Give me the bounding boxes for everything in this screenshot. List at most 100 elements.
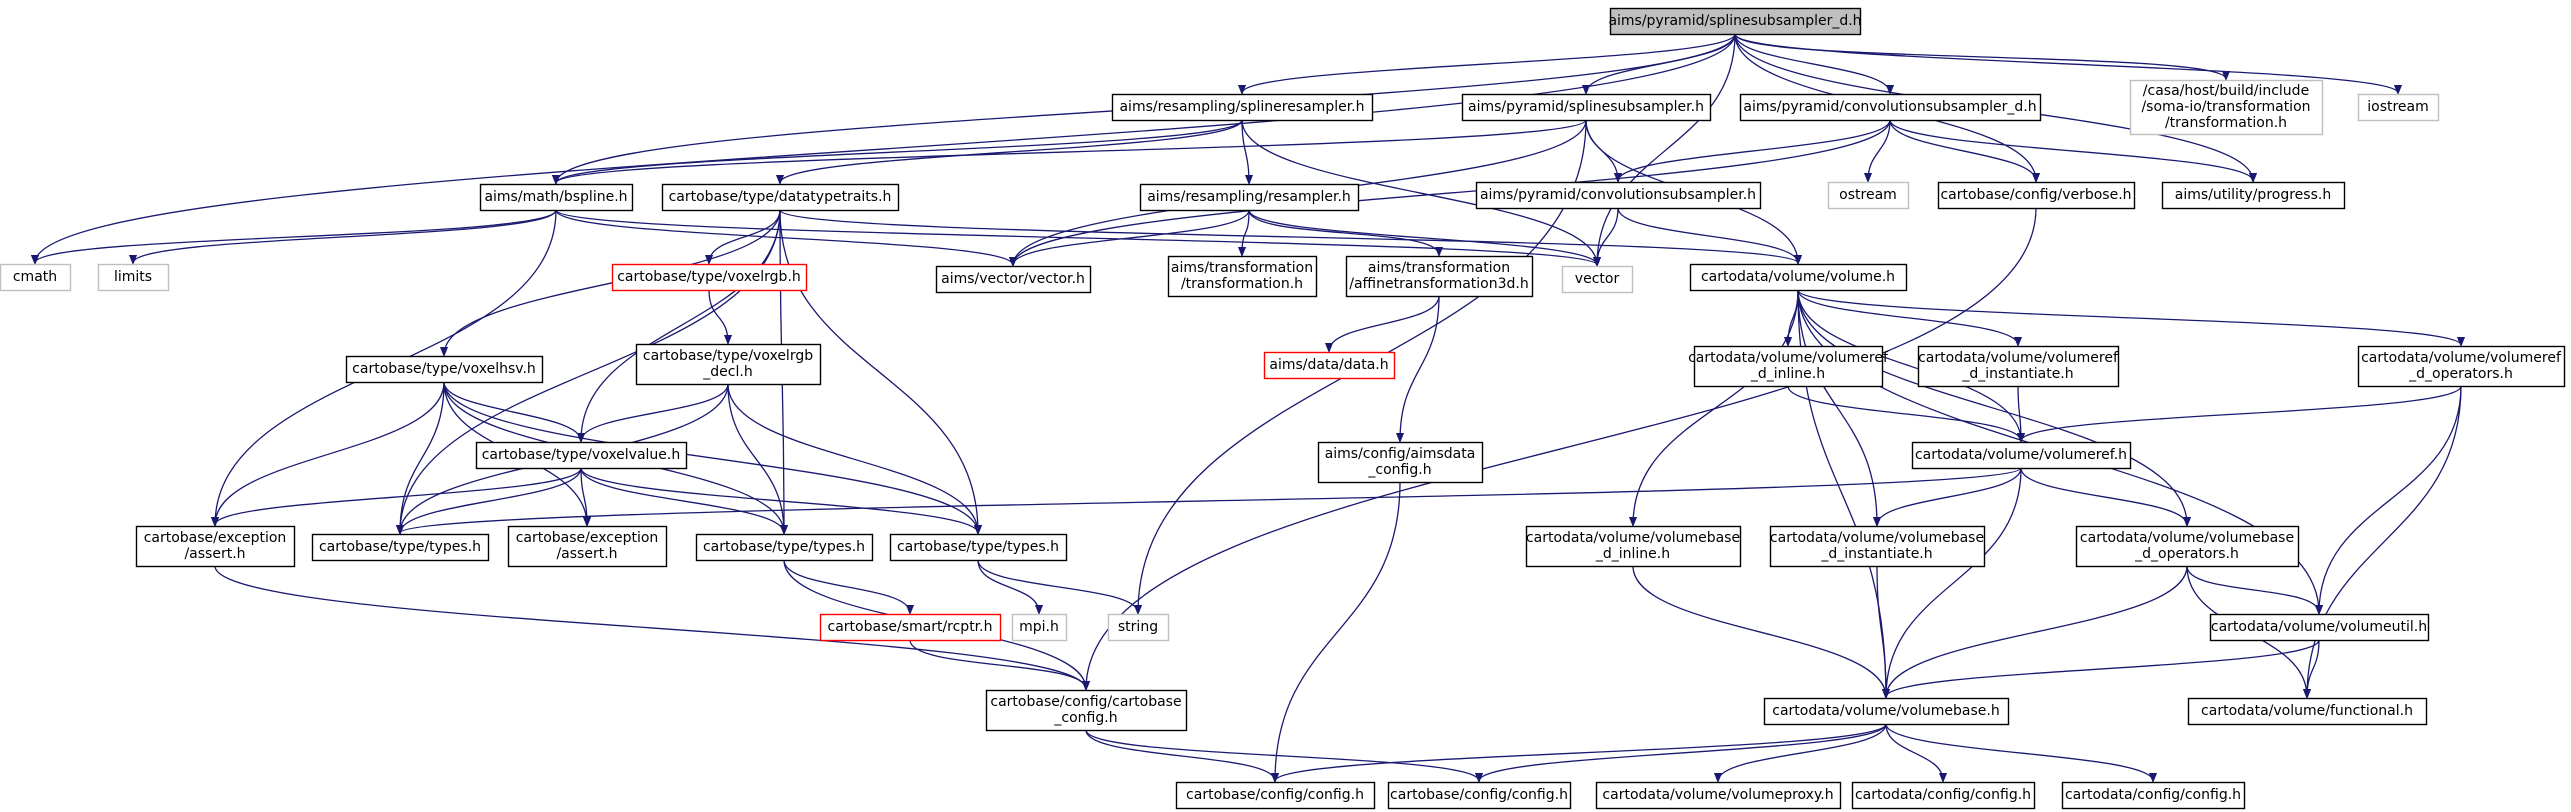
edge-volumeref_ops-to-functional: [2307, 385, 2462, 697]
node-label: cartobase/config/config.h: [1390, 787, 1568, 803]
node-types1[interactable]: cartobase/type/types.h: [311, 533, 490, 562]
node-label: cartodata/volume/volumeref: [1688, 350, 1889, 366]
node-assert2[interactable]: cartobase/exception/assert.h: [507, 525, 668, 568]
node-convsub[interactable]: aims/pyramid/convolutionsubsampler.h: [1475, 181, 1762, 210]
node-box: [1595, 781, 1842, 810]
node-label: cartobase/type/voxelrgb: [643, 348, 813, 364]
node-label: _d_inline.h: [1595, 546, 1670, 562]
node-box: [2357, 345, 2566, 388]
edge-resampler-to-affine3d: [1248, 209, 1439, 255]
edge-volume-to-volumeref_inline: [1788, 289, 1799, 345]
node-label: _config.h: [1053, 710, 1117, 726]
node-label: aims/utility/progress.h: [2175, 187, 2331, 203]
node-label: _d_instantiate.h: [1820, 546, 1932, 562]
edge-volume-to-volumeref_inst: [1797, 289, 2018, 345]
node-config3[interactable]: cartodata/config/config.h: [1851, 781, 2036, 810]
node-box: [479, 183, 634, 212]
node-volumeproxy[interactable]: cartodata/volume/volumeproxy.h: [1595, 781, 1842, 810]
node-splineresampler[interactable]: aims/resampling/splineresampler.h: [1111, 93, 1374, 122]
node-volumeref_inst[interactable]: cartodata/volume/volumeref_d_instantiate…: [1917, 345, 2120, 388]
node-aimsdata_config[interactable]: aims/config/aimsdata_config.h: [1317, 441, 1484, 484]
node-verbose[interactable]: cartobase/config/verbose.h: [1937, 181, 2136, 210]
node-label: _config.h: [1367, 462, 1431, 478]
node-assert1[interactable]: cartobase/exception/assert.h: [135, 525, 296, 568]
node-volumeref[interactable]: cartodata/volume/volumeref.h: [1911, 441, 2132, 470]
edge-voxelhsv-to-types1: [400, 381, 445, 533]
node-config2[interactable]: cartobase/config/config.h: [1387, 781, 1572, 810]
node-label: aims/data/data.h: [1269, 357, 1388, 373]
edge-voxelrgb-to-voxelrgb_decl: [708, 289, 728, 343]
node-label: cmath: [13, 269, 57, 285]
node-box: [2209, 613, 2430, 642]
node-aims_transformation[interactable]: aims/transformation/transformation.h: [1167, 255, 1318, 298]
node-label: string: [1118, 619, 1158, 635]
node-vector: vector: [1561, 265, 1634, 294]
node-volumebase_inline[interactable]: cartodata/volume/volumebase_d_inline.h: [1525, 525, 1742, 568]
node-datatypetraits[interactable]: cartobase/type/datatypetraits.h: [661, 183, 900, 212]
edge-cartobase_config-to-config2: [1085, 729, 1479, 781]
node-progress[interactable]: aims/utility/progress.h: [2161, 181, 2346, 210]
node-box: [97, 263, 170, 292]
node-config1[interactable]: cartobase/config/config.h: [1175, 781, 1376, 810]
edge-voxelvalue-to-types3: [580, 467, 978, 533]
edge-volume-to-volumeref_ops: [1797, 289, 2461, 345]
node-box: [1693, 345, 1884, 388]
node-label: cartodata/config/config.h: [2065, 787, 2241, 803]
node-box: [507, 525, 668, 568]
node-types3[interactable]: cartobase/type/types.h: [889, 533, 1068, 562]
edge-volumebase_ops-to-volumebase: [1886, 565, 2188, 697]
node-volumeutil[interactable]: cartodata/volume/volumeutil.h: [2209, 613, 2430, 642]
node-box: [1763, 697, 2010, 726]
node-box: [889, 533, 1068, 562]
node-volumeref_ops[interactable]: cartodata/volume/volumeref_d_operators.h: [2357, 345, 2566, 388]
node-root[interactable]: aims/pyramid/splinesubsampler_d.h: [1608, 7, 1862, 36]
nodes-layer: aims/pyramid/splinesubsampler_d.h aims/re…: [0, 7, 2566, 810]
node-rcptr: cartobase/smart/rcptr.h: [819, 613, 1002, 642]
node-box: [1937, 181, 2136, 210]
node-voxelrgb: cartobase/type/voxelrgb.h: [611, 263, 808, 292]
node-box: [1561, 265, 1634, 294]
node-label: _d_instantiate.h: [1961, 366, 2073, 382]
node-label: aims/math/bspline.h: [484, 189, 627, 205]
edge-volumebase_inline-to-volumebase: [1632, 565, 1886, 697]
node-config4[interactable]: cartodata/config/config.h: [2061, 781, 2246, 810]
node-label: ostream: [1839, 187, 1897, 203]
edge-volumebase-to-config1: [1275, 723, 1887, 781]
node-cartobase_config[interactable]: cartobase/config/cartobase_config.h: [985, 689, 1188, 732]
node-label: mpi.h: [1019, 619, 1059, 635]
node-box: [2187, 697, 2428, 726]
node-voxelrgb_decl[interactable]: cartobase/type/voxelrgb_decl.h: [635, 343, 822, 386]
node-functional[interactable]: cartodata/volume/functional.h: [2187, 697, 2428, 726]
node-label: cartobase/type/voxelvalue.h: [482, 447, 681, 463]
node-box: [1011, 613, 1068, 642]
node-label: /assert.h: [556, 546, 617, 562]
node-splinesubsampler[interactable]: aims/pyramid/splinesubsampler.h: [1461, 93, 1712, 122]
node-box: [1139, 183, 1360, 212]
node-box: [345, 355, 544, 384]
node-box: [1461, 93, 1712, 122]
edge-convsub-to-volume: [1617, 207, 1798, 263]
node-box: [1911, 441, 2132, 470]
node-label: /transformation.h: [1181, 276, 1303, 292]
edge-volumebase-to-volumeproxy: [1718, 723, 1887, 781]
node-label: cartodata/volume/volumeutil.h: [2211, 619, 2427, 635]
node-box: [2061, 781, 2246, 810]
node-volumebase_ops[interactable]: cartodata/volume/volumebase_d_operators.…: [2075, 525, 2300, 568]
node-types2[interactable]: cartobase/type/types.h: [695, 533, 874, 562]
node-vectorh[interactable]: aims/vector/vector.h: [935, 265, 1092, 294]
edge-voxelrgb_decl-to-types2: [727, 383, 784, 533]
node-volumebase[interactable]: cartodata/volume/volumebase.h: [1763, 697, 2010, 726]
node-bspline[interactable]: aims/math/bspline.h: [479, 183, 634, 212]
node-resampler[interactable]: aims/resampling/resampler.h: [1139, 183, 1360, 212]
node-volume[interactable]: cartodata/volume/volume.h: [1689, 263, 1908, 292]
edge-root-to-transformation_ext: [1734, 33, 2226, 79]
node-voxelvalue[interactable]: cartobase/type/voxelvalue.h: [475, 441, 688, 470]
node-voxelhsv[interactable]: cartobase/type/voxelhsv.h: [345, 355, 544, 384]
edge-datatypetraits-to-volume: [779, 209, 1798, 263]
node-volumeref_inline[interactable]: cartodata/volume/volumeref_d_inline.h: [1688, 345, 1889, 388]
node-affine3d[interactable]: aims/transformation/affinetransformation…: [1345, 255, 1534, 298]
edge-types3-to-string: [977, 559, 1138, 613]
node-convsub_d[interactable]: aims/pyramid/convolutionsubsampler_d.h: [1739, 93, 2042, 122]
edge-volumeutil-to-functional: [2307, 639, 2320, 697]
node-volumebase_inst[interactable]: cartodata/volume/volumebase_d_instantiat…: [1769, 525, 1986, 568]
